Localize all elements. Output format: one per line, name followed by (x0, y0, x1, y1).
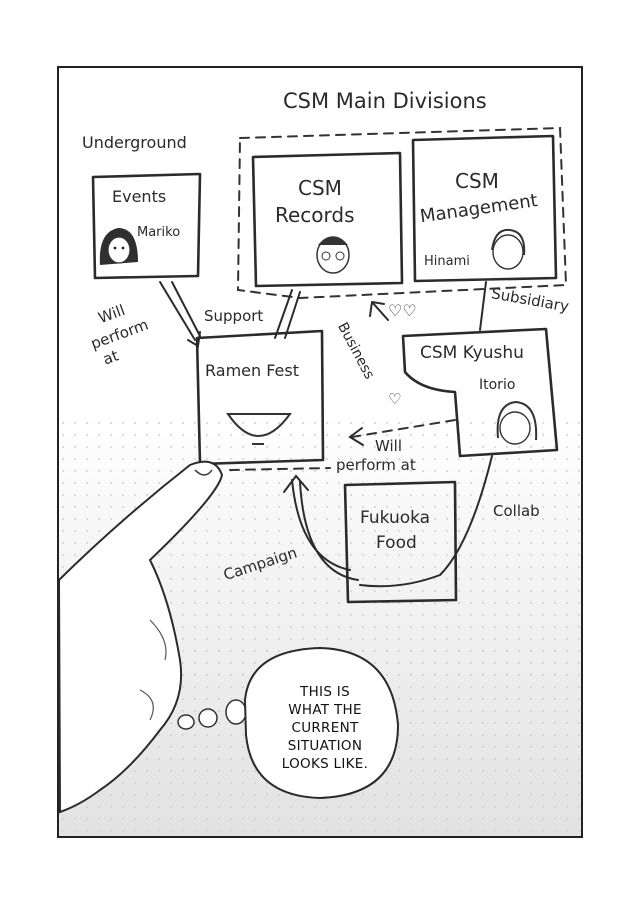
csm-records-node: CSM Records (251, 151, 404, 288)
business-label: Business (334, 320, 377, 382)
subsidiary-line (479, 281, 487, 331)
kyushu-label: CSM Kyushu (420, 343, 524, 363)
itorio-avatar (496, 400, 538, 445)
speech-text: THIS IS WHAT THE CURRENT SITUATION LOOKS… (270, 683, 380, 773)
speech-line: CURRENT (291, 720, 359, 736)
will-perform-label-2: perform (88, 316, 150, 353)
speech-line: WHAT THE (288, 702, 362, 718)
campaign-arrowhead (283, 474, 309, 493)
hinami-avatar (491, 228, 526, 270)
support-line (274, 289, 301, 339)
collab-line (359, 455, 493, 588)
diagram-title: CSM Main Divisions (283, 89, 487, 113)
fukuoka-food-node: Fukuoka Food (343, 480, 458, 604)
ramen-fest-label: Ramen Fest (205, 361, 299, 380)
csm-kyushu-node: CSM Kyushu Itorio (401, 327, 559, 458)
support-label: Support (204, 307, 263, 325)
kyushu-ramen-arrowhead (348, 427, 364, 446)
thought-bubble (177, 646, 400, 800)
csm-management-node: CSM Management Hinami (411, 134, 558, 283)
will-perform-label-3: at (101, 346, 121, 368)
hearts-icon: ♡♡ (388, 301, 417, 320)
pointing-hand (57, 460, 224, 814)
csm-main-group-border (236, 126, 568, 300)
speech-line: THIS IS (300, 684, 350, 700)
will-perform-b1: Will (375, 437, 402, 455)
management-line2: Management (419, 190, 539, 227)
mariko-label: Mariko (137, 225, 180, 240)
events-label: Events (112, 187, 166, 206)
underground-label: Underground (82, 133, 187, 152)
kyushu-ramen-arrow (351, 419, 456, 438)
records-line1: CSM (298, 176, 342, 200)
ramen-bowl-icon (226, 413, 292, 445)
records-line2: Records (275, 203, 355, 227)
fukuoka-line1: Fukuoka (360, 508, 430, 528)
hinami-label: Hinami (424, 254, 470, 269)
events-node: Events Mariko (91, 172, 202, 280)
itorio-label: Itorio (479, 377, 515, 393)
speech-line: LOOKS LIKE. (281, 756, 369, 772)
subsidiary-label: Subsidiary (490, 284, 571, 315)
records-avatar (316, 236, 350, 274)
heart-icon: ♡ (388, 390, 401, 408)
collab-label: Collab (493, 502, 540, 520)
fukuoka-line2: Food (376, 533, 417, 553)
ramen-fest-node: Ramen Fest (195, 329, 331, 471)
events-ramen-arrow (159, 281, 201, 348)
will-perform-b2: perform at (336, 456, 416, 474)
speech-line: SITUATION (287, 738, 363, 754)
management-line1: CSM (455, 169, 499, 193)
campaign-arrow (291, 479, 351, 571)
mariko-avatar (99, 228, 138, 265)
business-arrow (369, 301, 389, 321)
